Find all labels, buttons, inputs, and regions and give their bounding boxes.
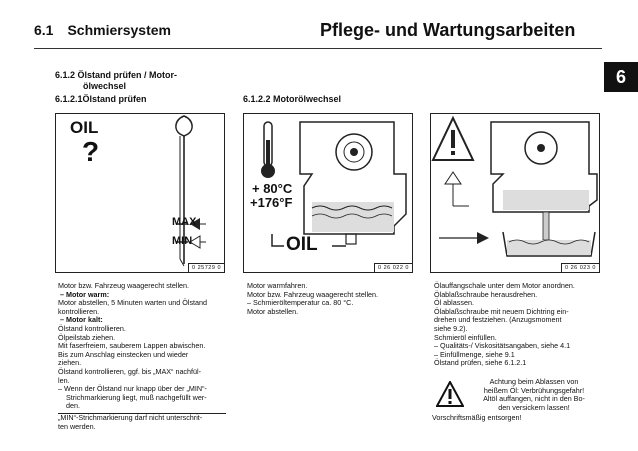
section-title: Schmiersystem (67, 22, 171, 38)
text-line: ten werden. (58, 421, 96, 431)
text-line: Ölstand prüfen, siehe 6.1.2.1 (434, 358, 527, 368)
dipstick-illustration (175, 115, 206, 267)
warning-line: Achtung beim Ablassen von (489, 377, 579, 386)
text-line: Ölablaßschraube herausdrehen. (434, 289, 538, 299)
oil-label: OIL (286, 234, 318, 255)
question-mark: ? (82, 136, 100, 167)
text-line: Schmieröl einfüllen. (434, 332, 497, 342)
text-line: den. (66, 401, 80, 411)
text-line: Motor bzw. Fahrzeug waagerecht stellen. (247, 289, 379, 299)
text-line: len. (58, 375, 70, 385)
text-line: – Motor kalt: (60, 315, 103, 325)
text-line: Ölstand kontrollieren, ggf. bis „MAX“ na… (58, 366, 202, 376)
oil-drain-illustration (431, 115, 598, 257)
text-line: – Einfüllmenge, siehe 9.1 (434, 349, 515, 359)
oil-label: OIL (70, 118, 99, 137)
figure-oil-drain: 0 26 023 0 (430, 113, 600, 273)
text-line: Strichmarkierung liegt, muß nachgefüllt … (66, 392, 207, 402)
text-line: – Motor warm: (60, 289, 110, 299)
warning-line: Altöl auffangen, nicht in den Bo- (483, 394, 585, 404)
text-line: Ölstand kontrollieren. (58, 323, 126, 333)
warning-icon (431, 115, 475, 161)
text-line: – Qualitäts-/ Viskositätsangaben, siehe … (434, 341, 571, 351)
header-divider (34, 48, 602, 49)
heading-line-1: 6.1.2 Ölstand prüfen / Motor- (55, 70, 178, 80)
warning-line: Vorschriftsmäßig entsorgen! (432, 413, 522, 422)
text-line: Ölauffangschale unter dem Motor anordnen… (434, 281, 575, 290)
min-label: MIN (172, 235, 193, 247)
engine-oil-illustration (261, 121, 407, 247)
max-label: MAX (172, 216, 197, 228)
text-line: drehen und festziehen. (Anzugsmoment (434, 315, 562, 325)
heading-line-2: ölwechsel (83, 81, 127, 91)
text-line: kontrollieren. (58, 306, 100, 316)
chapter-tab: 6 (604, 62, 638, 92)
figure-code: 0 26 022 0 (374, 263, 412, 272)
text-line: – Wenn der Ölstand nur knapp über der „M… (58, 384, 207, 394)
text-line: Motor abstellen. (247, 306, 299, 316)
text-line: Bis zum Anschlag einstecken und wieder (58, 349, 189, 359)
section-heading: 6.1 Schmiersystem (34, 22, 171, 38)
text-line: Motor abstellen, 5 Minuten warten und Öl… (58, 298, 208, 308)
temperature-fahrenheit: +176°F (250, 195, 293, 210)
figure-engine-warm: + 80°C +176°F OIL 0 26 022 0 (243, 113, 413, 273)
text-line: – Schmieröltemperatur ca. 80 °C. (247, 298, 354, 308)
heading-6-1-2-2: 6.1.2.2 Motorölwechsel (243, 94, 342, 104)
text-line: ziehen. (58, 358, 82, 368)
text-line: siehe 9.2). (434, 323, 468, 333)
warning-text: Achtung beim Ablassen von heißem Öl: Ver… (466, 377, 602, 412)
warning-line: den versickern lassen! (498, 402, 570, 412)
chapter-title: Pflege- und Wartungsarbeiten (320, 20, 576, 40)
temperature-celsius: + 80°C (252, 181, 293, 196)
figure-dipstick: OIL ? MAX MIN 0 25729 0 (55, 113, 225, 273)
section-number: 6.1 (34, 22, 54, 38)
text-line: „MIN“-Strichmarkierung darf nicht unters… (58, 412, 226, 423)
text-line: Ölablaßschraube mit neuem Dichtring ein- (434, 306, 569, 316)
heading-6-1-2-1: 6.1.2.1Ölstand prüfen (55, 94, 147, 104)
figure-code: 0 25729 0 (188, 263, 224, 272)
figure-code: 0 26 023 0 (561, 263, 599, 272)
text-line: Ölpeilstab ziehen. (58, 332, 116, 342)
warning-icon (436, 381, 464, 407)
text-line: Motor warmfahren. (247, 281, 308, 290)
text-line: Mit faserfreiem, sauberem Lappen abwisch… (58, 341, 206, 351)
col2-text: Motor warmfahren. Motor bzw. Fahrzeug wa… (247, 281, 417, 316)
heading-6-1-2: 6.1.2 Ölstand prüfen / Motor- ölwechsel (55, 70, 177, 92)
col1-text: Motor bzw. Fahrzeug waagerecht stellen. … (58, 281, 226, 431)
warning-line: heißem Öl: Verbrühungsgefahr! (483, 385, 585, 395)
col3-text: Ölauffangschale unter dem Motor anordnen… (434, 281, 602, 368)
text-line: Motor bzw. Fahrzeug waagerecht stellen. (58, 281, 190, 290)
text-line: Öl ablassen. (434, 298, 474, 308)
